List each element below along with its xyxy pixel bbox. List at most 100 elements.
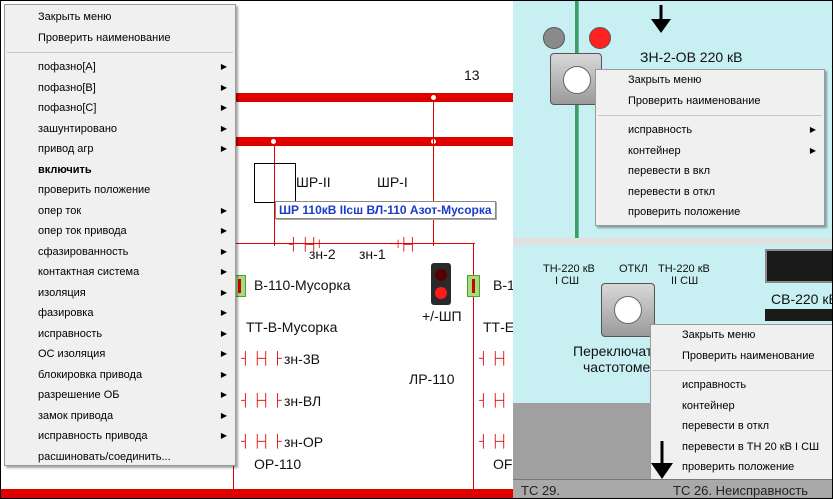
menu-item[interactable]: пофазно[B]▶	[5, 78, 235, 99]
submenu-arrow-icon: ▶	[809, 125, 816, 134]
feeder-line	[473, 244, 474, 489]
disconnector-of-label: ОF	[493, 456, 513, 472]
menu-item[interactable]: замок привода▶	[5, 406, 235, 427]
down-arrow-icon	[651, 441, 673, 479]
menu-item-label: пофазно[A]	[38, 61, 96, 73]
menu-item[interactable]: перевести в ТН 20 кВ I СШ	[651, 437, 832, 458]
feeder-line	[274, 146, 275, 246]
tt-v-label: ТТ-В-Мусорка	[246, 319, 338, 335]
menu-item[interactable]: опер ток привода ▶	[5, 221, 235, 242]
menu-item-label: исправность привода	[38, 430, 148, 442]
busbar-2[interactable]	[231, 137, 513, 146]
menu-item-label: фазировка	[38, 307, 94, 319]
breaker-v110-icon[interactable]	[233, 275, 246, 297]
device-display-icon	[765, 249, 832, 283]
grounding-zn2-label: зн-2	[309, 246, 336, 262]
menu-item[interactable]: проверить положение	[596, 202, 824, 223]
menu-item[interactable]: Закрыть меню	[596, 70, 824, 91]
menu-item[interactable]: перевести в откл	[651, 416, 832, 437]
menu-item-label: Проверить наименование	[38, 31, 171, 44]
menu-item-label: исправность	[682, 379, 747, 391]
menu-item-label: контейнер	[682, 399, 735, 412]
menu-item-label: исправность	[38, 327, 103, 340]
submenu-arrow-icon: ▶	[220, 410, 227, 420]
signal-lamp-icon[interactable]	[431, 263, 451, 305]
busbar-bottom[interactable]	[1, 489, 513, 498]
menu-separator	[598, 115, 822, 116]
menu-item-label: пофазно[B]	[38, 81, 96, 94]
menu-item-label: сфазированность	[38, 245, 129, 258]
status-tc29[interactable]: ТС 29.	[513, 479, 671, 498]
tn220-1-label: ТН-220 кВ	[543, 263, 595, 275]
breaker-v1-icon[interactable]	[467, 275, 480, 297]
menu-item[interactable]: фазировка▶	[5, 303, 235, 324]
menu-item-label: перевести в откл	[682, 420, 770, 432]
menu-item-label: проверить положение	[628, 206, 741, 218]
menu-item[interactable]: разрешение ОБ ▶	[5, 385, 235, 406]
grounding-symbol: ┤ ├┤ ├	[241, 393, 282, 407]
menu-item-label: блокировка привода	[38, 368, 143, 381]
divider-band	[513, 238, 832, 245]
menu-item[interactable]: Проверить наименование	[596, 91, 824, 112]
menu-item[interactable]: Закрыть меню	[651, 325, 832, 346]
menu-item-label: Закрыть меню	[682, 329, 756, 341]
menu-item-label: изоляция	[38, 286, 86, 299]
menu-item-label: опер ток привода	[38, 225, 127, 237]
menu-item[interactable]: проверить положение	[651, 457, 832, 478]
menu-item-label: включить	[38, 163, 92, 176]
submenu-arrow-icon: ▶	[220, 369, 227, 379]
menu-item-label: опер ток	[38, 204, 82, 217]
submenu-arrow-icon: ▶	[220, 144, 227, 153]
device-display-icon	[765, 309, 832, 321]
menu-item[interactable]: Проверить наименование	[5, 28, 235, 49]
disconnector-or110-label: ОР-110	[254, 456, 302, 472]
menu-item[interactable]: опер ток ▶	[5, 201, 235, 222]
element-tooltip: ШР 110кВ IIсш ВЛ-110 Азот-Мусорка	[275, 201, 496, 219]
menu-item[interactable]: блокировка привода ▶	[5, 365, 235, 386]
menu-item[interactable]: перевести в вкл	[596, 161, 824, 182]
submenu-arrow-icon: ▶	[220, 205, 227, 215]
menu-item[interactable]: пофазно[A]▶	[5, 57, 235, 78]
menu-item[interactable]: зашунтировано▶	[5, 119, 235, 140]
menu-item[interactable]: включить	[5, 160, 235, 181]
menu-item[interactable]: привод агр▶	[5, 139, 235, 160]
menu-item[interactable]: сфазированность▶	[5, 242, 235, 263]
switch-knob-top[interactable]	[550, 53, 602, 105]
disconnector-shr2-highlight[interactable]	[254, 163, 296, 203]
menu-item-label: Закрыть меню	[628, 74, 702, 86]
menu-item[interactable]: проверить положение	[5, 180, 235, 201]
menu-item[interactable]: контактная система▶	[5, 262, 235, 283]
menu-item[interactable]: перевести в откл	[596, 182, 824, 203]
menu-item[interactable]: исправность▶	[5, 324, 235, 345]
menu-item[interactable]: пофазно[C]▶	[5, 98, 235, 119]
status-lamp-red	[589, 27, 611, 49]
menu-item[interactable]: контейнер▶	[596, 141, 824, 162]
grounding-symbol: ⊣├┤	[389, 237, 417, 251]
menu-item-label: разрешение ОБ	[38, 389, 120, 401]
menu-item[interactable]: исправность	[651, 375, 832, 396]
menu-item[interactable]: Проверить наименование	[651, 346, 832, 367]
breaker-v110-label: В-110-Мусорка	[254, 277, 351, 293]
down-arrow-icon	[651, 5, 671, 33]
menu-item[interactable]: исправность привода▶	[5, 426, 235, 447]
submenu-arrow-icon: ▶	[220, 226, 227, 235]
menu-item[interactable]: контейнер	[651, 396, 832, 417]
menu-item[interactable]: исправность▶	[596, 120, 824, 141]
grounding-zn3v-label: зн-3В	[284, 351, 320, 367]
menu-item-label: пофазно[C]	[38, 102, 97, 114]
submenu-arrow-icon: ▶	[220, 390, 227, 399]
menu-item[interactable]: расшиновать/соединить...	[5, 447, 235, 468]
tn220-1-sub: I СШ	[555, 275, 580, 287]
frequency-switch-knob[interactable]	[601, 283, 655, 337]
otkl-label: ОТКЛ	[619, 263, 648, 275]
menu-item[interactable]: ОС изоляция▶	[5, 344, 235, 365]
submenu-arrow-icon: ▶	[220, 287, 227, 297]
status-tc26[interactable]: ТС 26. Неисправность	[665, 479, 832, 498]
busbar-1[interactable]	[231, 93, 513, 102]
menu-item[interactable]: изоляция ▶	[5, 283, 235, 304]
menu-item[interactable]: Закрыть меню	[5, 7, 235, 28]
grounding-symbol: ┤ ├┤⊢	[289, 237, 329, 251]
